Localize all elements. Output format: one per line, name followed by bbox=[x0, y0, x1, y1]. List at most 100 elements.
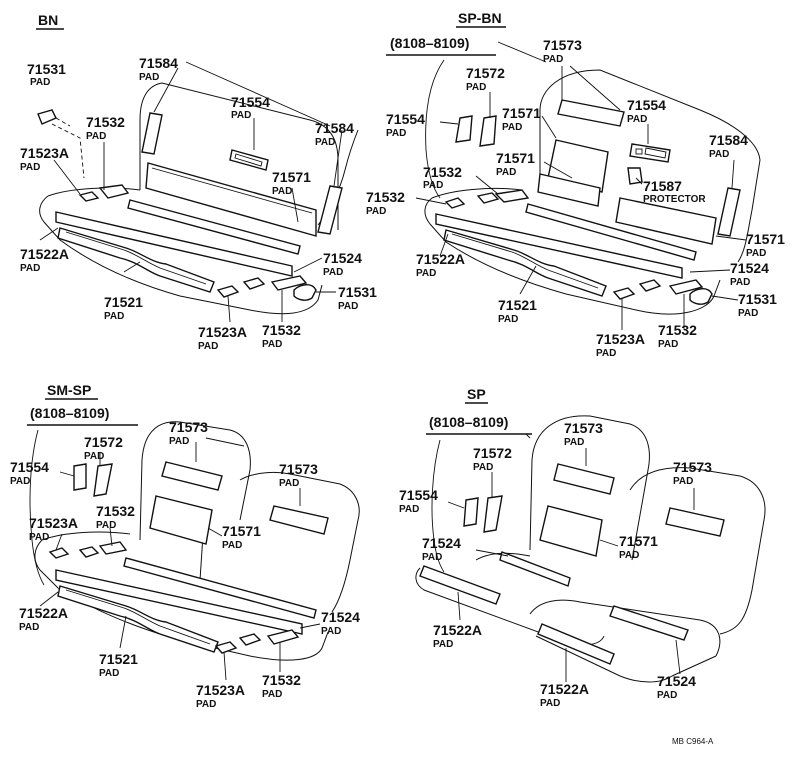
pad-71522A bbox=[443, 229, 607, 297]
label-pad: PAD bbox=[502, 122, 522, 133]
label-71523A: 71523A bbox=[596, 331, 645, 347]
label-pad: PAD bbox=[272, 186, 292, 197]
pad-71532 bbox=[494, 189, 530, 203]
label-71584: 71584 bbox=[709, 132, 748, 148]
label-pad: PAD bbox=[543, 54, 563, 65]
label-71524: 71524 bbox=[730, 260, 769, 276]
pad-71584-right bbox=[317, 185, 343, 235]
pad-71584-left bbox=[141, 112, 163, 155]
label-pad: PAD bbox=[730, 277, 750, 288]
label-pad: PAD bbox=[104, 311, 124, 322]
pad-71524 bbox=[499, 551, 571, 587]
pad-71524 bbox=[55, 569, 303, 635]
label-pad: PAD bbox=[222, 540, 242, 551]
pad-71573 bbox=[557, 99, 625, 127]
label-71521: 71521 bbox=[99, 651, 138, 667]
pad-71554 bbox=[455, 115, 473, 143]
label-71522A: 71522A bbox=[19, 605, 68, 621]
label-pad: PAD bbox=[540, 698, 560, 709]
label-71571: 71571 bbox=[222, 523, 261, 539]
label-71571: 71571 bbox=[502, 105, 541, 121]
label-pad: PAD bbox=[10, 476, 30, 487]
pad-71532-small bbox=[476, 192, 500, 204]
label-pad: PAD bbox=[196, 699, 216, 710]
label-pad: PAD bbox=[86, 131, 106, 142]
pad-71571-lower bbox=[537, 173, 601, 207]
label-71571: 71571 bbox=[746, 231, 785, 247]
pad-71572 bbox=[93, 463, 113, 497]
panel-title: SP bbox=[467, 386, 486, 402]
label-pad: PAD bbox=[262, 339, 282, 350]
label-71572: 71572 bbox=[84, 434, 123, 450]
label-pad: PAD bbox=[315, 137, 335, 148]
label-71531: 71531 bbox=[738, 291, 777, 307]
label-pad: PAD bbox=[84, 451, 104, 462]
label-pad: PAD bbox=[262, 689, 282, 700]
label-71554: 71554 bbox=[386, 111, 425, 127]
label-pad: PAD bbox=[423, 180, 443, 191]
label-pad: PAD bbox=[139, 72, 159, 83]
label-pad: PAD bbox=[30, 77, 50, 88]
panel-subtitle: (8108–8109) bbox=[429, 414, 508, 430]
pad-71532-front bbox=[668, 279, 704, 295]
label-pad: PAD bbox=[169, 436, 189, 447]
pad-71572 bbox=[479, 115, 497, 147]
label-pad: PAD bbox=[279, 478, 299, 489]
label-71571: 71571 bbox=[272, 169, 311, 185]
label-pad: PAD bbox=[422, 552, 442, 563]
label-71571: 71571 bbox=[496, 150, 535, 166]
label-pad: PAD bbox=[399, 504, 419, 515]
pad-71532-front-small bbox=[638, 279, 662, 292]
label-71572: 71572 bbox=[473, 445, 512, 461]
label-71522A: 71522A bbox=[20, 246, 69, 262]
pad-71531-top bbox=[37, 109, 57, 125]
label-pad: PAD bbox=[198, 341, 218, 352]
pad-71532-front bbox=[270, 275, 308, 291]
label-pad: PAD bbox=[20, 162, 40, 173]
label-pad: PAD bbox=[386, 128, 406, 139]
panel-sm-sp: SM-SP (8108–8109) bbox=[10, 382, 360, 710]
label-pad: PAD bbox=[658, 339, 678, 350]
pad-71573-right bbox=[269, 505, 329, 535]
label-71531: 71531 bbox=[338, 284, 377, 300]
pad-71523A bbox=[78, 191, 100, 202]
label-71522A: 71522A bbox=[540, 681, 589, 697]
pad-71532-front-small bbox=[238, 633, 262, 646]
label-71521: 71521 bbox=[104, 294, 143, 310]
label-pad: PAD bbox=[366, 206, 386, 217]
label-pad: PAD bbox=[466, 82, 486, 93]
pad-71522A bbox=[419, 565, 501, 605]
label-71523A: 71523A bbox=[198, 324, 247, 340]
label-pad: PAD bbox=[338, 301, 358, 312]
label-pad: PAD bbox=[321, 626, 341, 637]
pad-71523A-front bbox=[214, 641, 238, 654]
label-protector: PROTECTOR bbox=[643, 194, 706, 205]
pad-71523A-front bbox=[216, 285, 240, 298]
label-pad: PAD bbox=[20, 263, 40, 274]
pad-71523A bbox=[612, 287, 636, 300]
pad-71571 bbox=[145, 162, 317, 237]
pad-71532-small bbox=[242, 277, 266, 290]
label-pad: PAD bbox=[29, 532, 49, 543]
label-pad: PAD bbox=[19, 622, 39, 633]
label-71554: 71554 bbox=[231, 94, 270, 110]
pad-71524 bbox=[55, 211, 293, 277]
pad-71532-front bbox=[266, 629, 300, 645]
label-71573: 71573 bbox=[169, 419, 208, 435]
label-71532: 71532 bbox=[366, 189, 405, 205]
label-71522A: 71522A bbox=[433, 622, 482, 638]
pad-71523A bbox=[48, 547, 70, 559]
pad-71554 bbox=[463, 497, 479, 527]
pad-71524-rear bbox=[123, 557, 317, 619]
label-pad: PAD bbox=[657, 690, 677, 701]
pad-71532-rear bbox=[98, 184, 130, 199]
label-pad: PAD bbox=[99, 668, 119, 679]
pad-71554 bbox=[73, 463, 87, 491]
pad-71573-left bbox=[161, 461, 223, 491]
label-71532: 71532 bbox=[96, 503, 135, 519]
label-71584: 71584 bbox=[315, 120, 354, 136]
label-pad: PAD bbox=[496, 167, 516, 178]
label-71522A: 71522A bbox=[416, 251, 465, 267]
label-71572: 71572 bbox=[466, 65, 505, 81]
